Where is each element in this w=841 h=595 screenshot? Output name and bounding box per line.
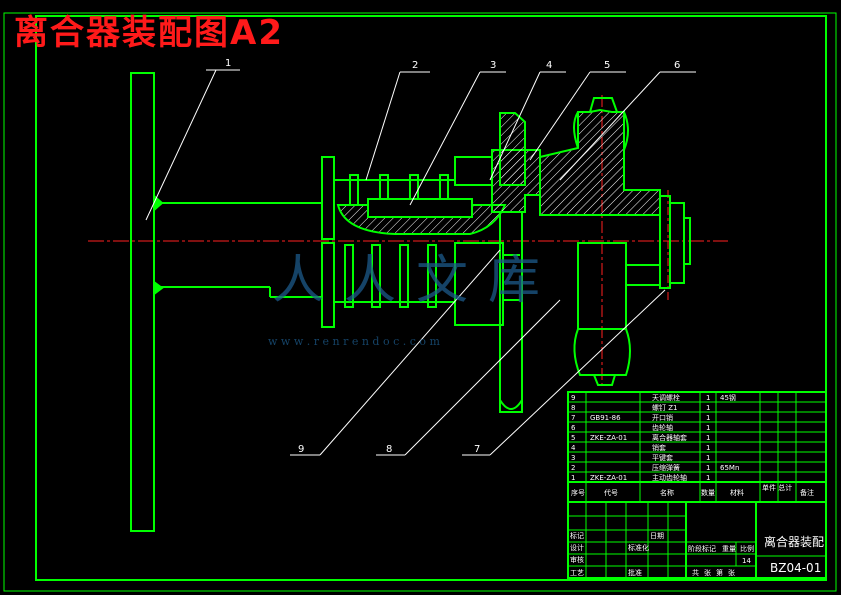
drawing-title: 离合器装配图A2 [14,13,284,53]
bom-cell-no: 8 [571,404,575,412]
key-sleeve [336,198,507,235]
bom-cell-name: 螺钉 Z1 [652,403,677,412]
bom-cell-qty: 1 [706,444,710,452]
bom-cell-qty: 1 [706,414,710,422]
bom-header-weight: 单件 总计 [762,483,792,492]
bom-cell-no: 5 [571,434,575,442]
bom-cell-no: 6 [571,424,576,432]
outer-frame [3,12,837,592]
bom-header-code: 代号 [604,488,618,497]
bom-cell-qty: 1 [706,454,710,462]
label-sheets-1: 共 [692,568,699,577]
label-process: 工艺 [570,569,584,577]
bom-cell-code: ZKE-ZA-01 [590,474,627,482]
watermark: 人人文库 w w w . r e n r e n d o c . c o m [268,251,560,348]
part-label-8: 8 [386,444,392,455]
part-label-6: 6 [674,60,680,71]
drawing-number: BZ04-01 [770,561,821,575]
label-approve: 批准 [628,568,642,577]
inner-frame [35,15,827,581]
bom-cell-qty: 1 [706,424,710,432]
leader-lines [145,69,696,456]
bom-cell-name: 齿轮轴 [652,423,673,432]
label-sheets-2: 张 [704,568,711,577]
bom-cell-qty: 1 [706,394,710,402]
part-label-7: 7 [474,444,480,455]
bom-cell-no: 9 [571,394,575,402]
bom-header-name: 名称 [660,488,674,497]
bom-cell-qty: 1 [706,464,710,472]
label-weight: 重量 [722,545,736,553]
bom-cell-name: 销套 [652,443,666,452]
bom-header-note: 备注 [800,488,814,497]
bom-cell-no: 2 [571,464,575,472]
part-label-3: 3 [490,60,496,71]
bom-cell-name: 平键套 [652,453,673,462]
bom-header-qty: 数量 [701,488,715,497]
value-sheet-count: 14 [742,557,751,565]
bom-cell-qty: 1 [706,404,710,412]
bom-cell-material: 65Mn [720,464,739,472]
part-label-9: 9 [298,444,304,455]
bom-cell-no: 7 [571,414,575,422]
watermark-text: 人人文库 [272,251,560,311]
bom-cell-no: 3 [571,454,575,462]
label-review: 审核 [570,555,584,564]
label-mark: 标记 [570,531,584,540]
watermark-url: w w w . r e n r e n d o c . c o m [268,335,440,348]
title-block [567,501,827,579]
bom-cell-name: 开口销 [652,413,673,422]
label-std: 标准化 [628,543,649,552]
bom-cell-name: 主动齿轮轴 [652,473,687,482]
bom-cell-code: GB91-86 [590,414,621,422]
part-label-1: 1 [225,58,231,69]
part-label-2: 2 [412,60,418,71]
label-sheets-4: 张 [728,568,735,577]
gear-shaft [539,97,661,386]
label-stage: 阶段标记 [688,544,716,553]
part-label-5: 5 [604,60,610,71]
bom-cell-qty: 1 [706,474,710,482]
cotter-pin [659,195,691,289]
bom-cell-no: 4 [571,444,576,452]
title-block-text: 离合器装配 BZ04-01 标记 设计 审核 工艺 标准化 日期 批准 阶段标记… [570,531,824,577]
drawing-name: 离合器装配 [764,534,824,549]
label-date: 日期 [650,532,664,540]
bom-header-material: 材料 [730,488,744,497]
bom-cell-name: 压缩弹簧 [652,463,680,472]
bom-cell-no: 1 [571,474,575,482]
compression-spring [321,156,455,328]
bom-cell-name: 离合器轴套 [652,433,687,442]
bom-cell-material: 45钢 [720,393,736,402]
label-scale: 比例 [740,544,754,553]
bom-cell-code: ZKE-ZA-01 [590,434,627,442]
label-sheets-3: 第 [716,568,723,577]
part-number-labels: 1 2 3 4 5 6 9 8 7 [225,58,680,455]
bom-cell-name: 天调螺栓 [652,393,680,402]
part-label-4: 4 [546,60,552,71]
bom-cell-qty: 1 [706,434,710,442]
bom-header-no: 序号 [571,488,585,497]
pin-sleeve [499,112,526,413]
bom-table [567,391,827,503]
bom-header: 序号 代号 名称 数量 材料 单件 总计 备注 [571,483,814,497]
label-design: 设计 [570,543,584,552]
